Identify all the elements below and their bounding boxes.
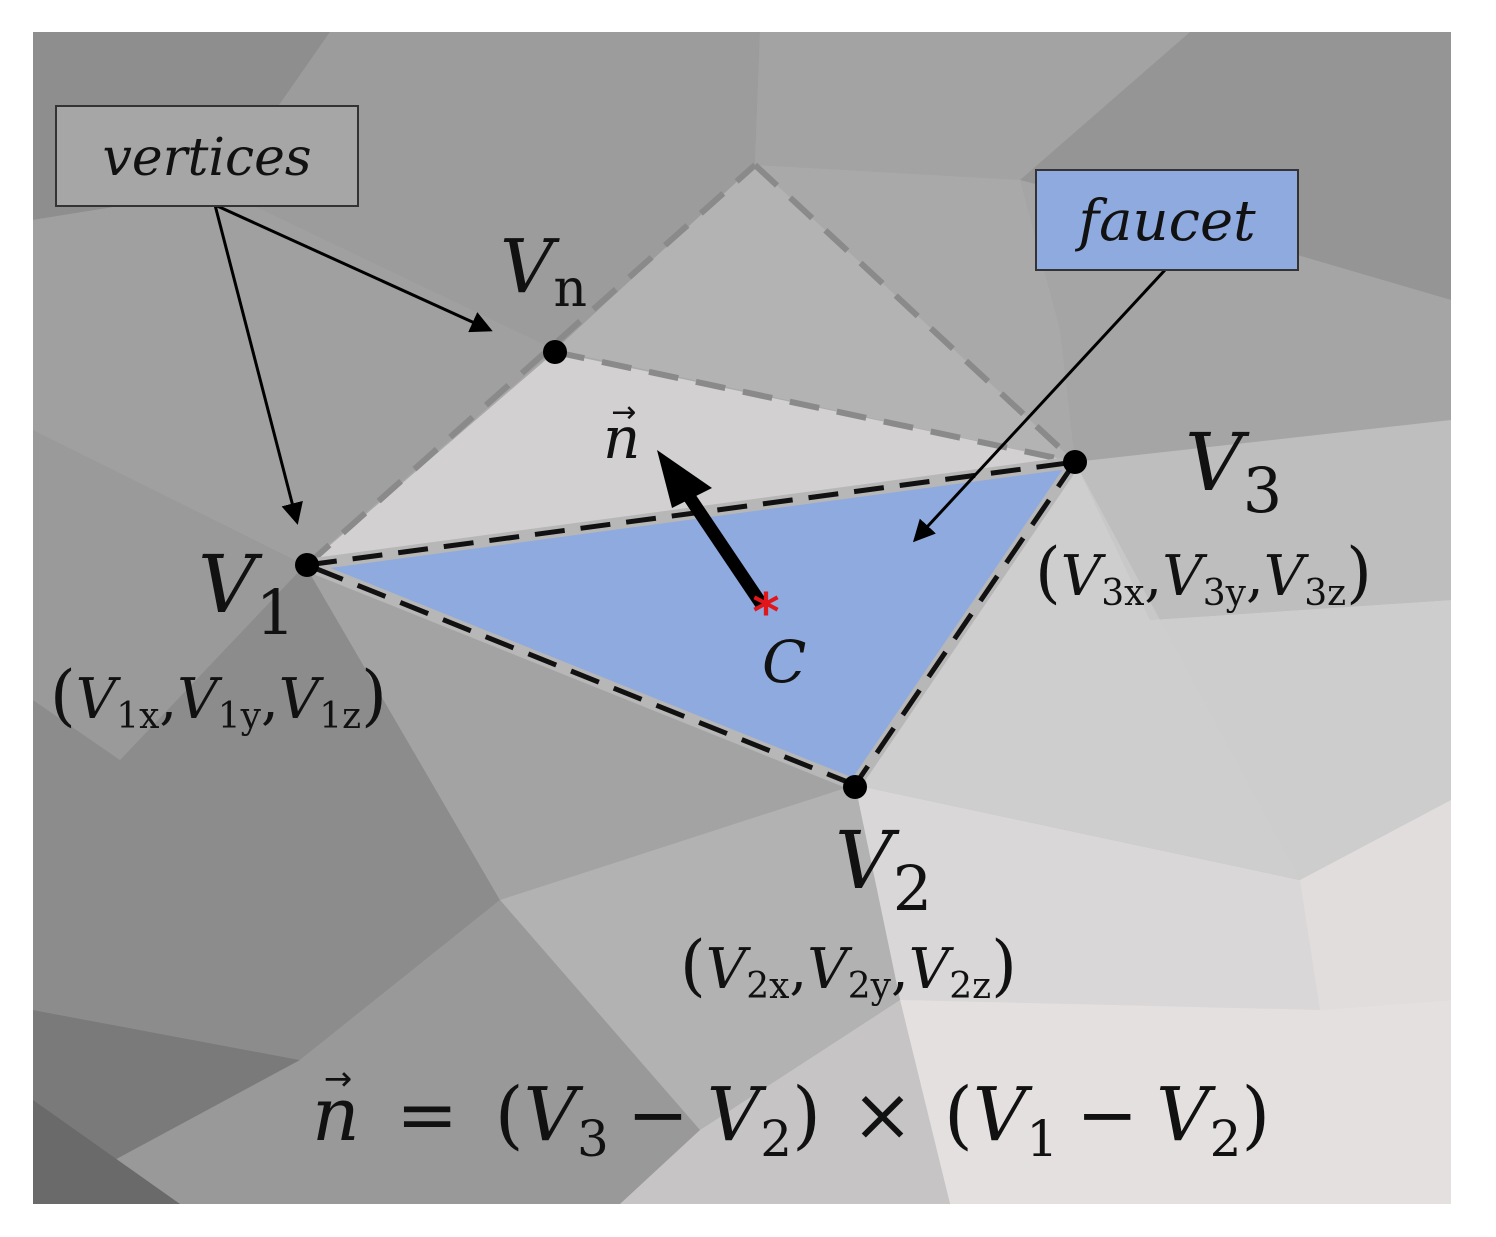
adjacent-facet (307, 352, 1075, 565)
vertex-v1-dot (295, 553, 319, 577)
v1-coord-x-letter: V (76, 667, 122, 732)
formula-d-letter: V (1156, 1072, 1216, 1158)
formula-lhs-arrow-glyph: → (324, 1059, 353, 1099)
vertices-arrows (213, 203, 493, 525)
faucet-box-label: faucet (1074, 189, 1256, 254)
formula-minus-1: − (627, 1072, 689, 1158)
formula-c-sub: 1 (1026, 1110, 1058, 1168)
formula-d-sub: 2 (1210, 1110, 1242, 1168)
facet-dashed-edges (306, 459, 1078, 788)
vertices-box-label: vertices (102, 128, 311, 188)
vertex-v2-dot (843, 775, 867, 799)
vertex-v1-label: V1 (198, 538, 295, 649)
v1-coord-z-letter: V (279, 667, 325, 732)
vertex-v2-coords: (V2x,V2y,V2z) (680, 927, 1017, 1007)
v3-letter: V (1185, 416, 1250, 509)
v1-coord-y-letter: V (177, 667, 223, 732)
vn-subscript: n (553, 259, 587, 319)
formula-b-letter: V (707, 1072, 767, 1158)
lower-adjacent-region (855, 462, 1300, 880)
v1-coord-x-sub: 1x (116, 696, 159, 737)
ghost-edges (305, 162, 1078, 568)
vertex-v2-label: V2 (835, 814, 932, 925)
formula-minus-2: − (1076, 1072, 1138, 1158)
v1-coord-y-sub: 1y (218, 696, 262, 737)
vertex-v3-dot (1063, 450, 1087, 474)
vertex-v3-label: V3 (1185, 416, 1282, 527)
normal-formula: → n = (V3−V2) × (V1−V2) (312, 1059, 1270, 1168)
v2-coord-z-letter: V (909, 937, 955, 1002)
v3-coord-z-sub: 3z (1304, 573, 1346, 614)
v2-coord-z-sub: 2z (949, 966, 991, 1007)
vertex-v3-coords: (V3x,V3y,V3z) (1035, 534, 1372, 614)
v3-coord-x-letter: V (1061, 544, 1107, 609)
normal-label: n → (603, 395, 640, 472)
v3-subscript: 3 (1243, 454, 1282, 527)
formula-times: × (851, 1072, 913, 1158)
v1-letter: V (198, 538, 263, 631)
v2-coord-x-letter: V (706, 937, 752, 1002)
formula-c-letter: V (973, 1072, 1033, 1158)
normal-label-arrow-glyph: → (611, 395, 636, 430)
v2-letter: V (835, 814, 900, 907)
v3-coord-x-sub: 3x (1101, 573, 1144, 614)
formula-a-sub: 3 (577, 1110, 609, 1168)
v1-coord-z-sub: 1z (319, 696, 361, 737)
formula-text: n = (V3−V2) × (V1−V2) (312, 1072, 1270, 1168)
formula-b-sub: 2 (760, 1110, 792, 1168)
vertices-box (55, 105, 359, 207)
vertex-v1-coords: (V1x,V1y,V1z) (50, 657, 387, 737)
faucet-box (1035, 169, 1299, 271)
normal-vector-shaft (682, 491, 768, 609)
v3-coord-z-letter: V (1264, 544, 1310, 609)
v3-coord-y-letter: V (1162, 544, 1208, 609)
v2-subscript: 2 (893, 852, 932, 925)
formula-a-letter: V (524, 1072, 584, 1158)
formula-lhs: n (312, 1072, 360, 1158)
vertex-vn-label: Vn (500, 224, 587, 319)
centroid-marker: * (752, 583, 779, 643)
normal-vector-head (657, 450, 712, 508)
faucet-arrow (912, 268, 1167, 543)
vn-letter: V (500, 224, 560, 310)
v3-coord-y-sub: 3y (1203, 573, 1247, 614)
background-mesh (33, 32, 1451, 1204)
formula-equals: = (396, 1072, 458, 1158)
v2-coord-y-sub: 2y (848, 966, 892, 1007)
v2-coord-y-letter: V (807, 937, 853, 1002)
v1-subscript: 1 (256, 576, 295, 649)
normal-label-letter: n (603, 404, 640, 472)
centroid-label: C (762, 628, 806, 696)
vertex-vn-dot (543, 340, 567, 364)
v2-coord-x-sub: 2x (746, 966, 789, 1007)
